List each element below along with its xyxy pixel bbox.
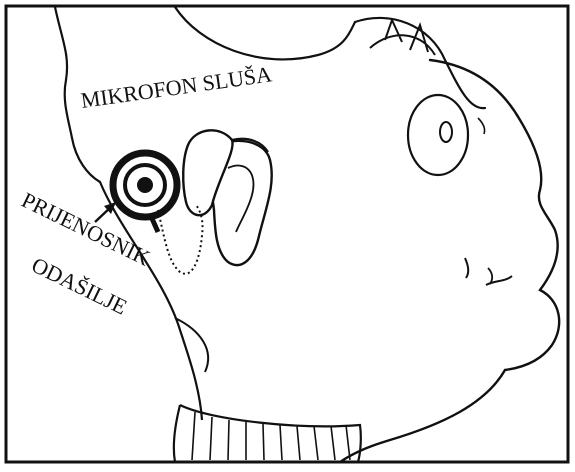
speech-processor <box>183 130 232 215</box>
transmitter-label-line2: ODAŠILJE <box>28 252 131 319</box>
cheek-line <box>488 268 492 284</box>
hair-spikes <box>370 20 435 55</box>
eye-highlight <box>478 118 485 134</box>
transmitter-coil-center <box>137 177 153 193</box>
ear-inner <box>228 166 253 232</box>
collar <box>174 405 361 462</box>
collar-ribbing <box>192 412 350 460</box>
eye-pupil <box>440 122 452 142</box>
microphone-label: MIKROFON SLUŠA <box>79 61 273 113</box>
pointer-arrow <box>95 202 116 222</box>
eye-outline <box>408 95 468 175</box>
face-profile <box>340 60 559 462</box>
nostril <box>465 258 468 278</box>
